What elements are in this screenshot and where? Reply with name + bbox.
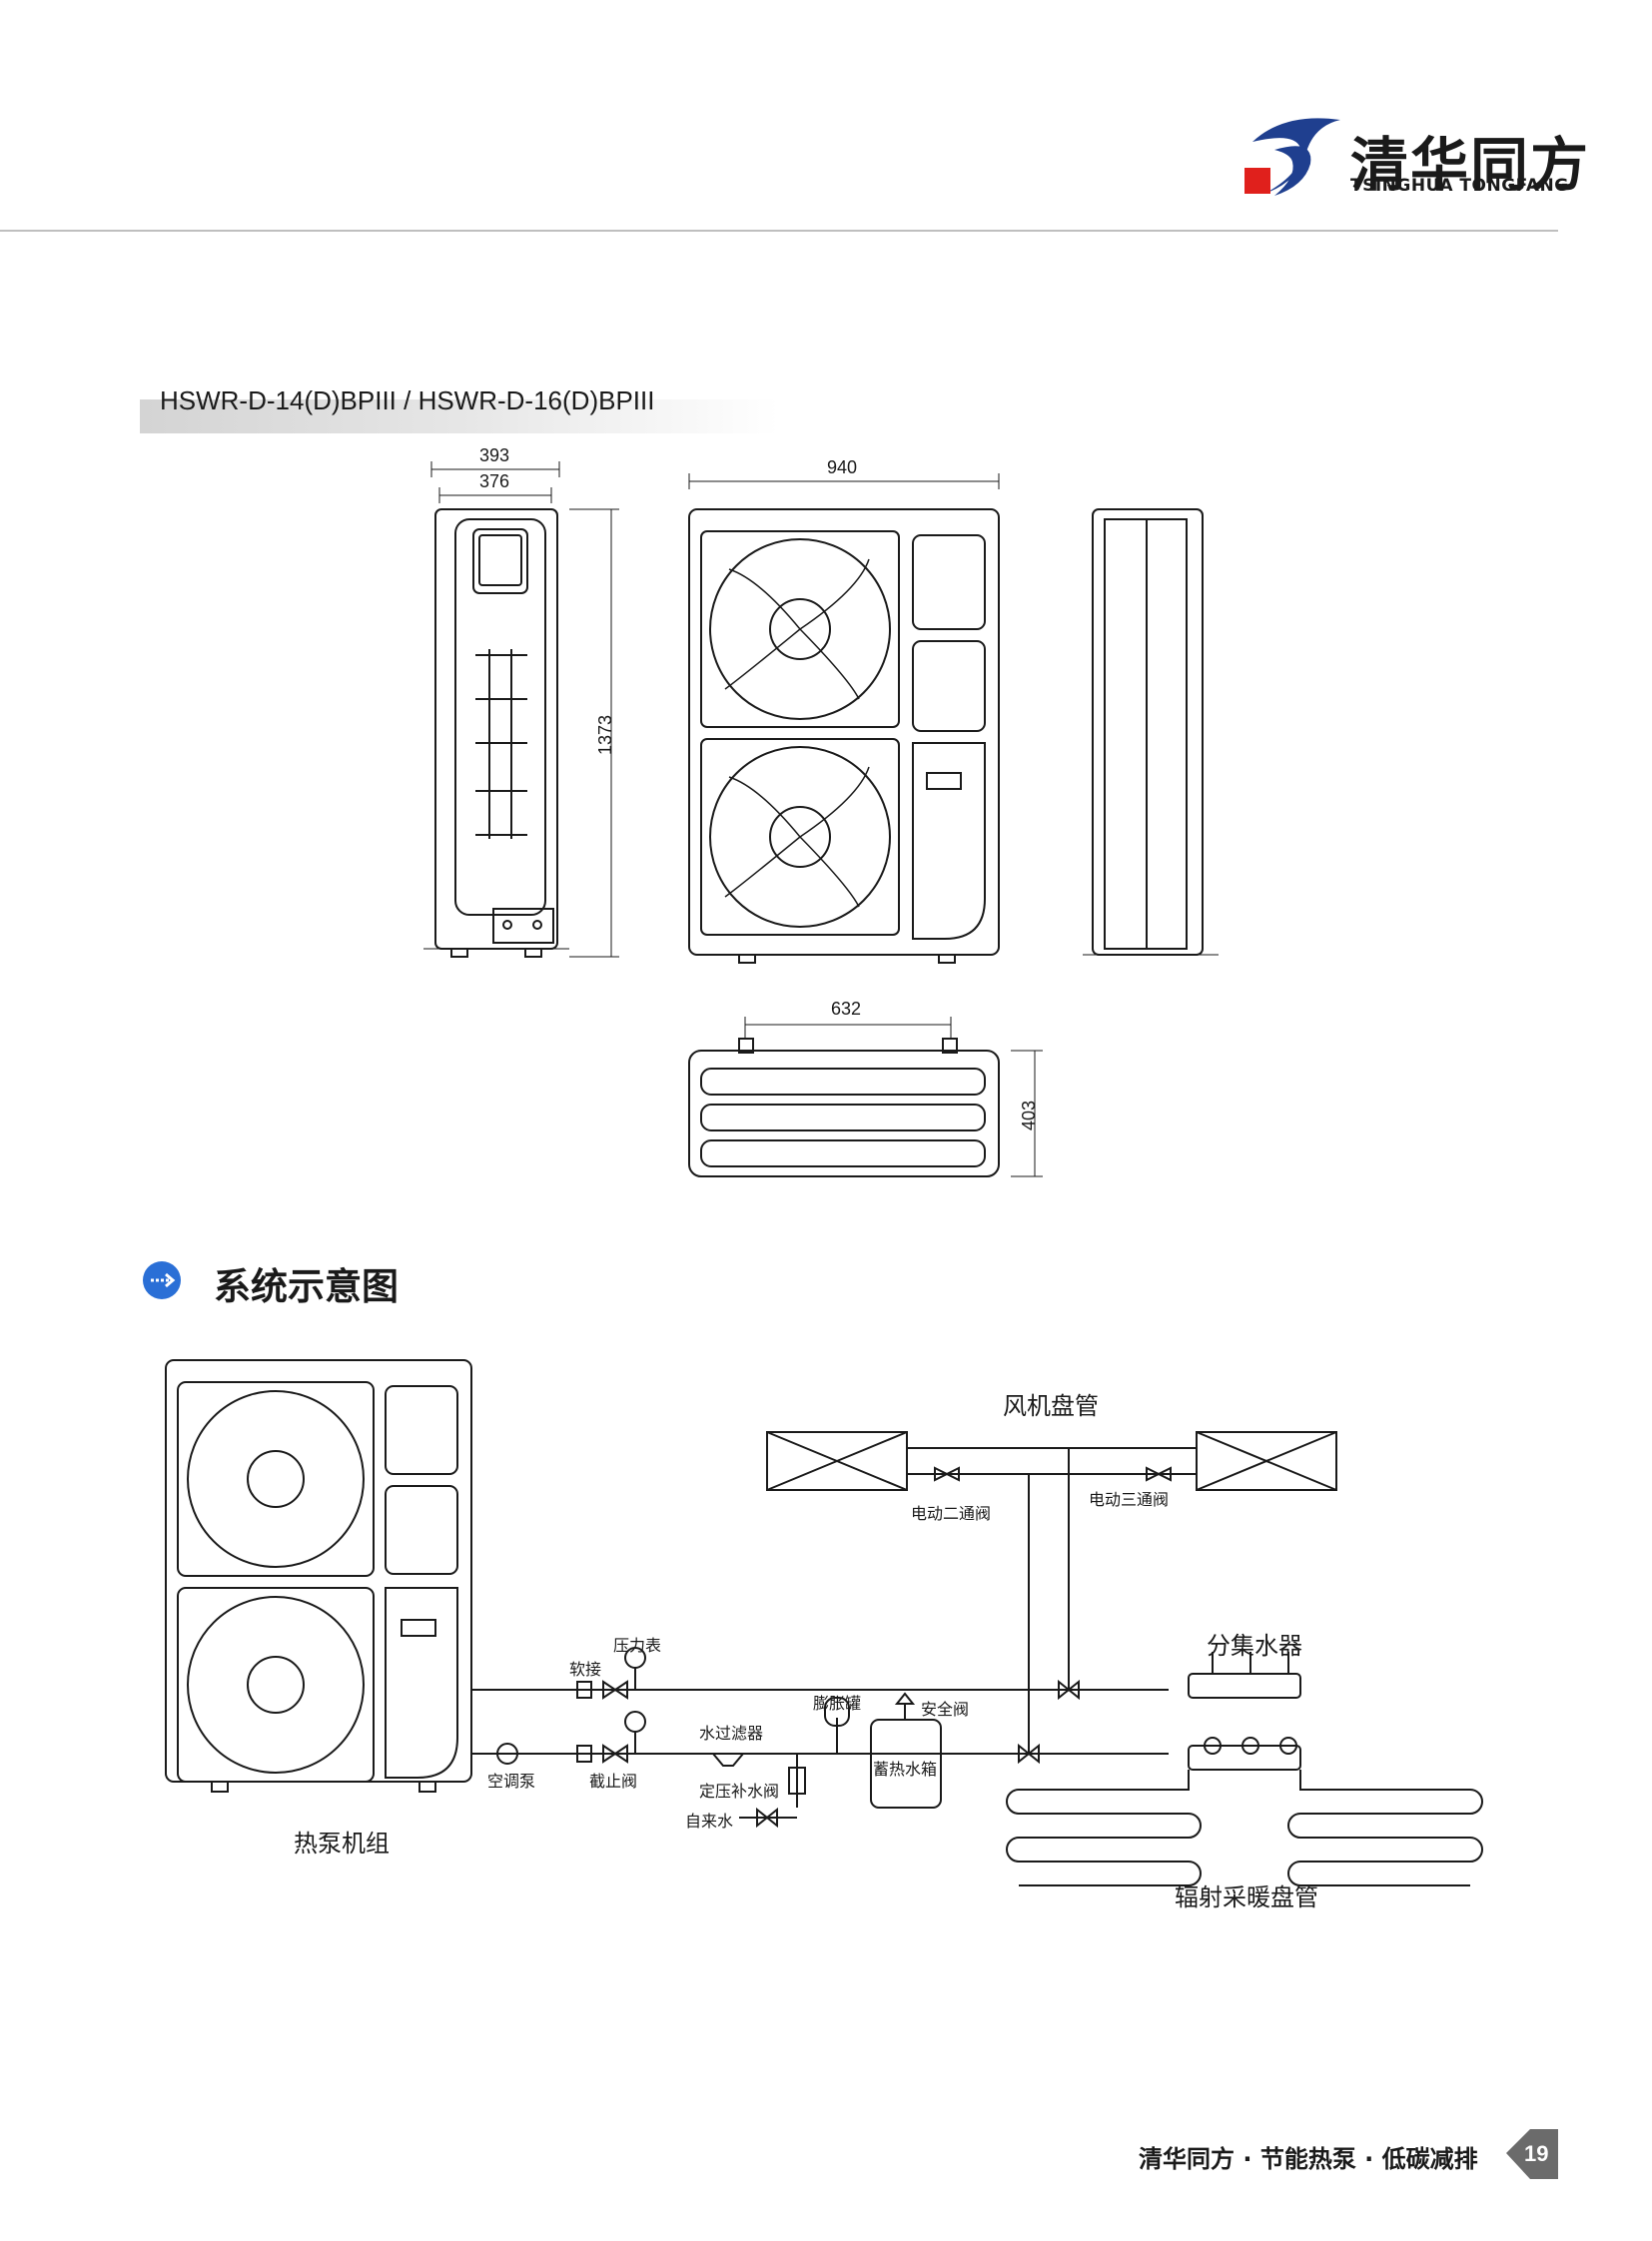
brand-logo [1244,112,1344,198]
label-soft-joint: 软接 [569,1660,602,1679]
front-view-drawing [688,473,1000,964]
logo-icon [1244,118,1340,196]
label-two-way-valve: 电动二通阀 [911,1504,992,1523]
label-makeup-valve: 定压补水阀 [699,1782,780,1801]
model-title: HSWR-D-14(D)BPIII / HSWR-D-16(D)BPIII [160,385,655,415]
dim-top-depth: 403 [1019,1100,1039,1130]
label-safety-valve: 安全阀 [921,1700,970,1719]
side-view-drawing [423,461,619,958]
label-storage-tank: 蓄热水箱 [873,1760,938,1779]
section-title: 系统示意图 [214,1265,399,1308]
heat-pump-unit-drawing [165,1359,472,1793]
label-expansion-tank: 膨胀罐 [813,1694,862,1713]
dim-front-width: 940 [827,457,858,477]
label-fan-coil: 风机盘管 [1003,1392,1099,1420]
label-water-filter: 水过滤器 [699,1724,764,1743]
dim-side-outer-width: 393 [479,445,510,465]
top-view-drawing [688,1017,1043,1177]
dim-top-span: 632 [831,999,862,1019]
label-manifold: 分集水器 [1207,1632,1302,1660]
arrow-circle-icon [143,1261,181,1299]
right-view-drawing [1083,508,1219,956]
label-tap-water: 自来水 [685,1812,734,1831]
label-three-way-valve: 电动三通阀 [1089,1490,1170,1509]
dim-height: 1373 [595,714,615,755]
label-heat-pump-unit: 热泵机组 [294,1830,390,1858]
header-divider [0,230,1558,232]
label-pressure-gauge: 压力表 [613,1636,662,1655]
brand-name-en: TSINGHUA TONGFANG [1350,176,1569,196]
label-stop-valve: 截止阀 [589,1772,638,1791]
section-marker [142,1260,182,1300]
brand-name-cn: 清华同方 [1350,131,1591,199]
page-number: 19 [1524,2141,1549,2166]
dimension-drawings [423,461,1219,1177]
label-ac-pump: 空调泵 [487,1772,536,1791]
label-radiant-coil: 辐射采暖盘管 [1175,1883,1318,1911]
dim-side-inner-width: 376 [479,471,510,491]
footer-slogan: 清华同方 · 节能热泵 · 低碳减排 [1139,2145,1478,2173]
model-title-bar [140,399,779,433]
